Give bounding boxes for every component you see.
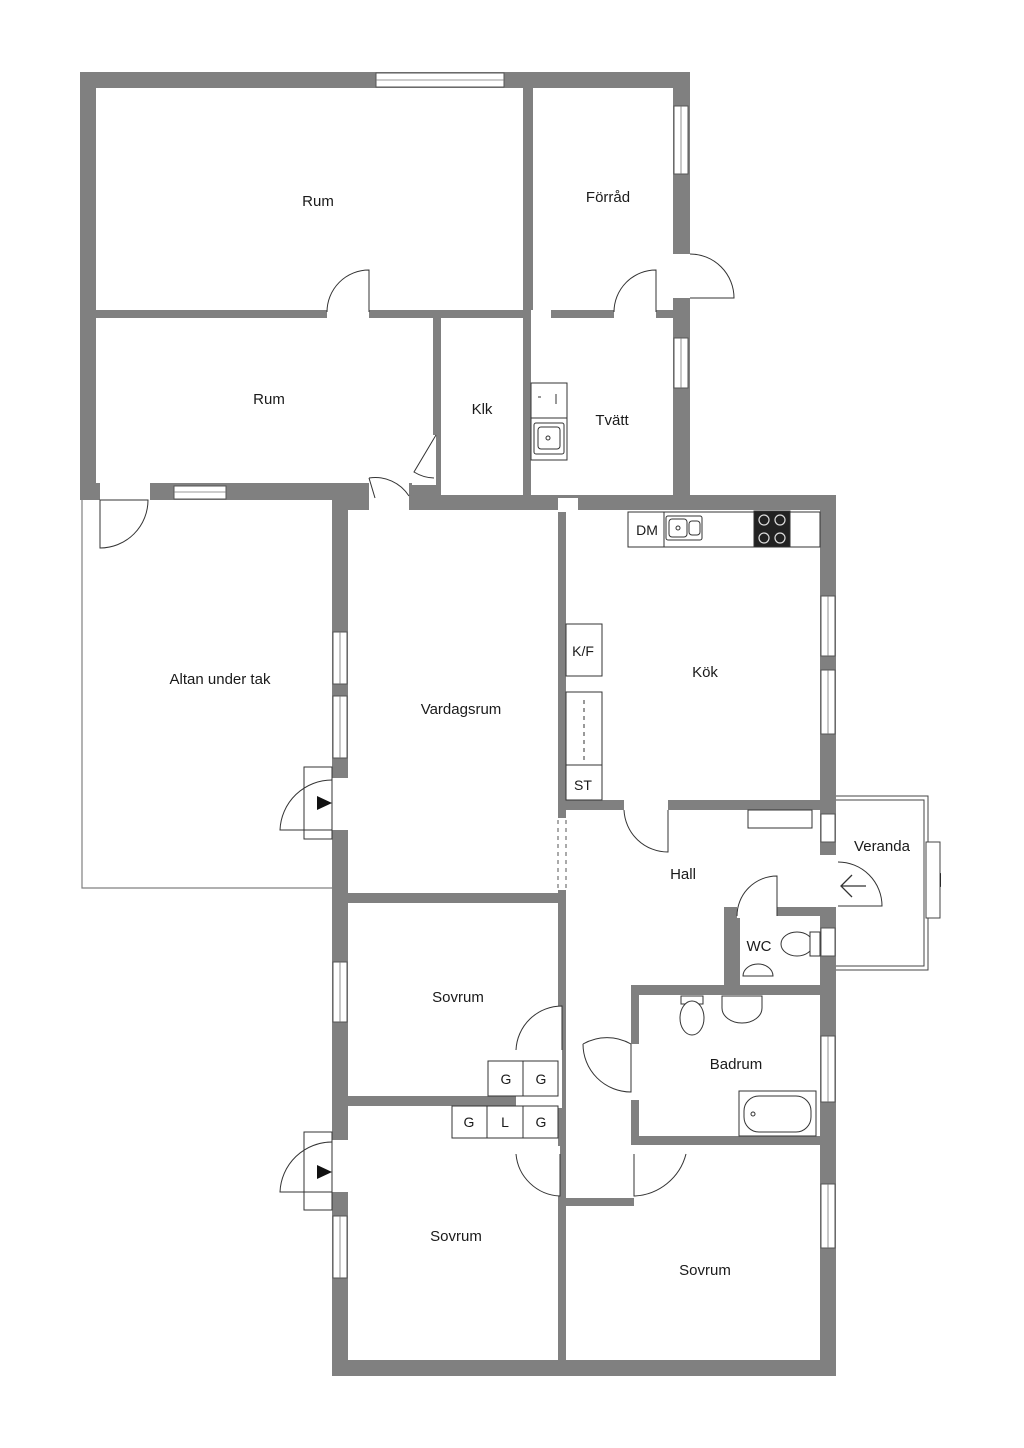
stove-icon [753, 510, 791, 548]
door-swing [99, 499, 149, 549]
arrow-icon [317, 796, 332, 810]
dashed-opening [557, 820, 567, 890]
room-label-wc: WC [747, 938, 772, 955]
badrum-wall-bottom [631, 1136, 820, 1145]
door-swing [279, 1141, 333, 1193]
room-label-forrad: Förråd [586, 189, 630, 206]
corridor-wall [558, 1136, 566, 1206]
bath-fixtures [679, 995, 817, 1137]
toilet-icon [679, 1000, 705, 1036]
door-swing [582, 1043, 632, 1093]
corridor-lower [566, 1136, 634, 1206]
door-swing [368, 477, 410, 497]
room-label-sovrum-3: Sovrum [679, 1262, 731, 1279]
washbasin-icon [742, 963, 774, 977]
door-swing [736, 875, 778, 917]
fixture-label-l: L [501, 1114, 509, 1130]
door-swing [515, 1005, 563, 1051]
badrum-wall-top [631, 985, 820, 995]
door-swing [613, 269, 657, 313]
room-label-vardagsrum: Vardagsrum [421, 701, 502, 718]
kitchen-fixtures [565, 510, 821, 829]
veranda-arrow [840, 874, 866, 898]
room-label-sovrum-2: Sovrum [430, 1228, 482, 1245]
badrum-wall-left [631, 985, 639, 1045]
badrum-wall-left-2 [631, 1100, 639, 1145]
veranda-structure [836, 795, 941, 971]
room-label-altan: Altan under tak [170, 671, 271, 688]
wc-wall-left [724, 907, 740, 992]
room-label-hall: Hall [670, 866, 696, 883]
fixture-label-g: G [464, 1114, 475, 1130]
room-label-tvatt: Tvätt [595, 412, 629, 429]
door-swing [623, 809, 669, 853]
door-swing [633, 1153, 687, 1197]
door-swing [368, 477, 376, 499]
corridor-wall-bottom [566, 1198, 634, 1206]
fridge-box [565, 623, 603, 677]
laundry-fixtures [530, 382, 568, 461]
arrow-icon [317, 1165, 332, 1179]
fixture-label-kf: K/F [572, 643, 594, 659]
room-label-klk: Klk [472, 401, 493, 418]
sink-icon [665, 515, 703, 541]
stove-burners [758, 514, 786, 544]
window [820, 813, 836, 843]
sovrum-wall-right [558, 893, 566, 1008]
room-labels: Rum Förråd Rum Klk Tvätt Altan under tak… [170, 189, 911, 1279]
closets [451, 1060, 559, 1139]
sink-icon [533, 422, 565, 455]
room-label-rum-1: Rum [302, 193, 334, 210]
fixture-label-dm: DM [636, 522, 658, 538]
toilet-icon [780, 931, 814, 957]
window-centerlines [174, 79, 829, 1278]
door-swing [582, 1037, 632, 1045]
room-label-sovrum-1: Sovrum [432, 989, 484, 1006]
door-swing [279, 779, 333, 831]
hall-shelf [747, 809, 813, 829]
fixture-label-st: ST [574, 777, 592, 793]
door-swings [99, 253, 883, 1197]
washbasin-icon [721, 995, 763, 1024]
window [820, 927, 836, 957]
door-swing [413, 434, 437, 479]
door-swing [837, 861, 883, 907]
door-swing [326, 269, 370, 313]
room-label-rum-2: Rum [253, 391, 285, 408]
altan-floor [82, 500, 332, 888]
fixture-label-g: G [536, 1114, 547, 1130]
window [173, 485, 227, 500]
room-label-veranda: Veranda [854, 838, 911, 855]
door-swing [515, 1153, 561, 1197]
wc-fixtures [742, 931, 821, 977]
fixture-label-g: G [536, 1071, 547, 1087]
room-label-kok: Kök [692, 664, 718, 681]
fixture-labels: DM K/F ST G G G L G [464, 522, 658, 1130]
fixture-label-g: G [501, 1071, 512, 1087]
door-swing [689, 253, 735, 299]
altan-outline [81, 495, 332, 889]
room-label-badrum: Badrum [710, 1056, 763, 1073]
